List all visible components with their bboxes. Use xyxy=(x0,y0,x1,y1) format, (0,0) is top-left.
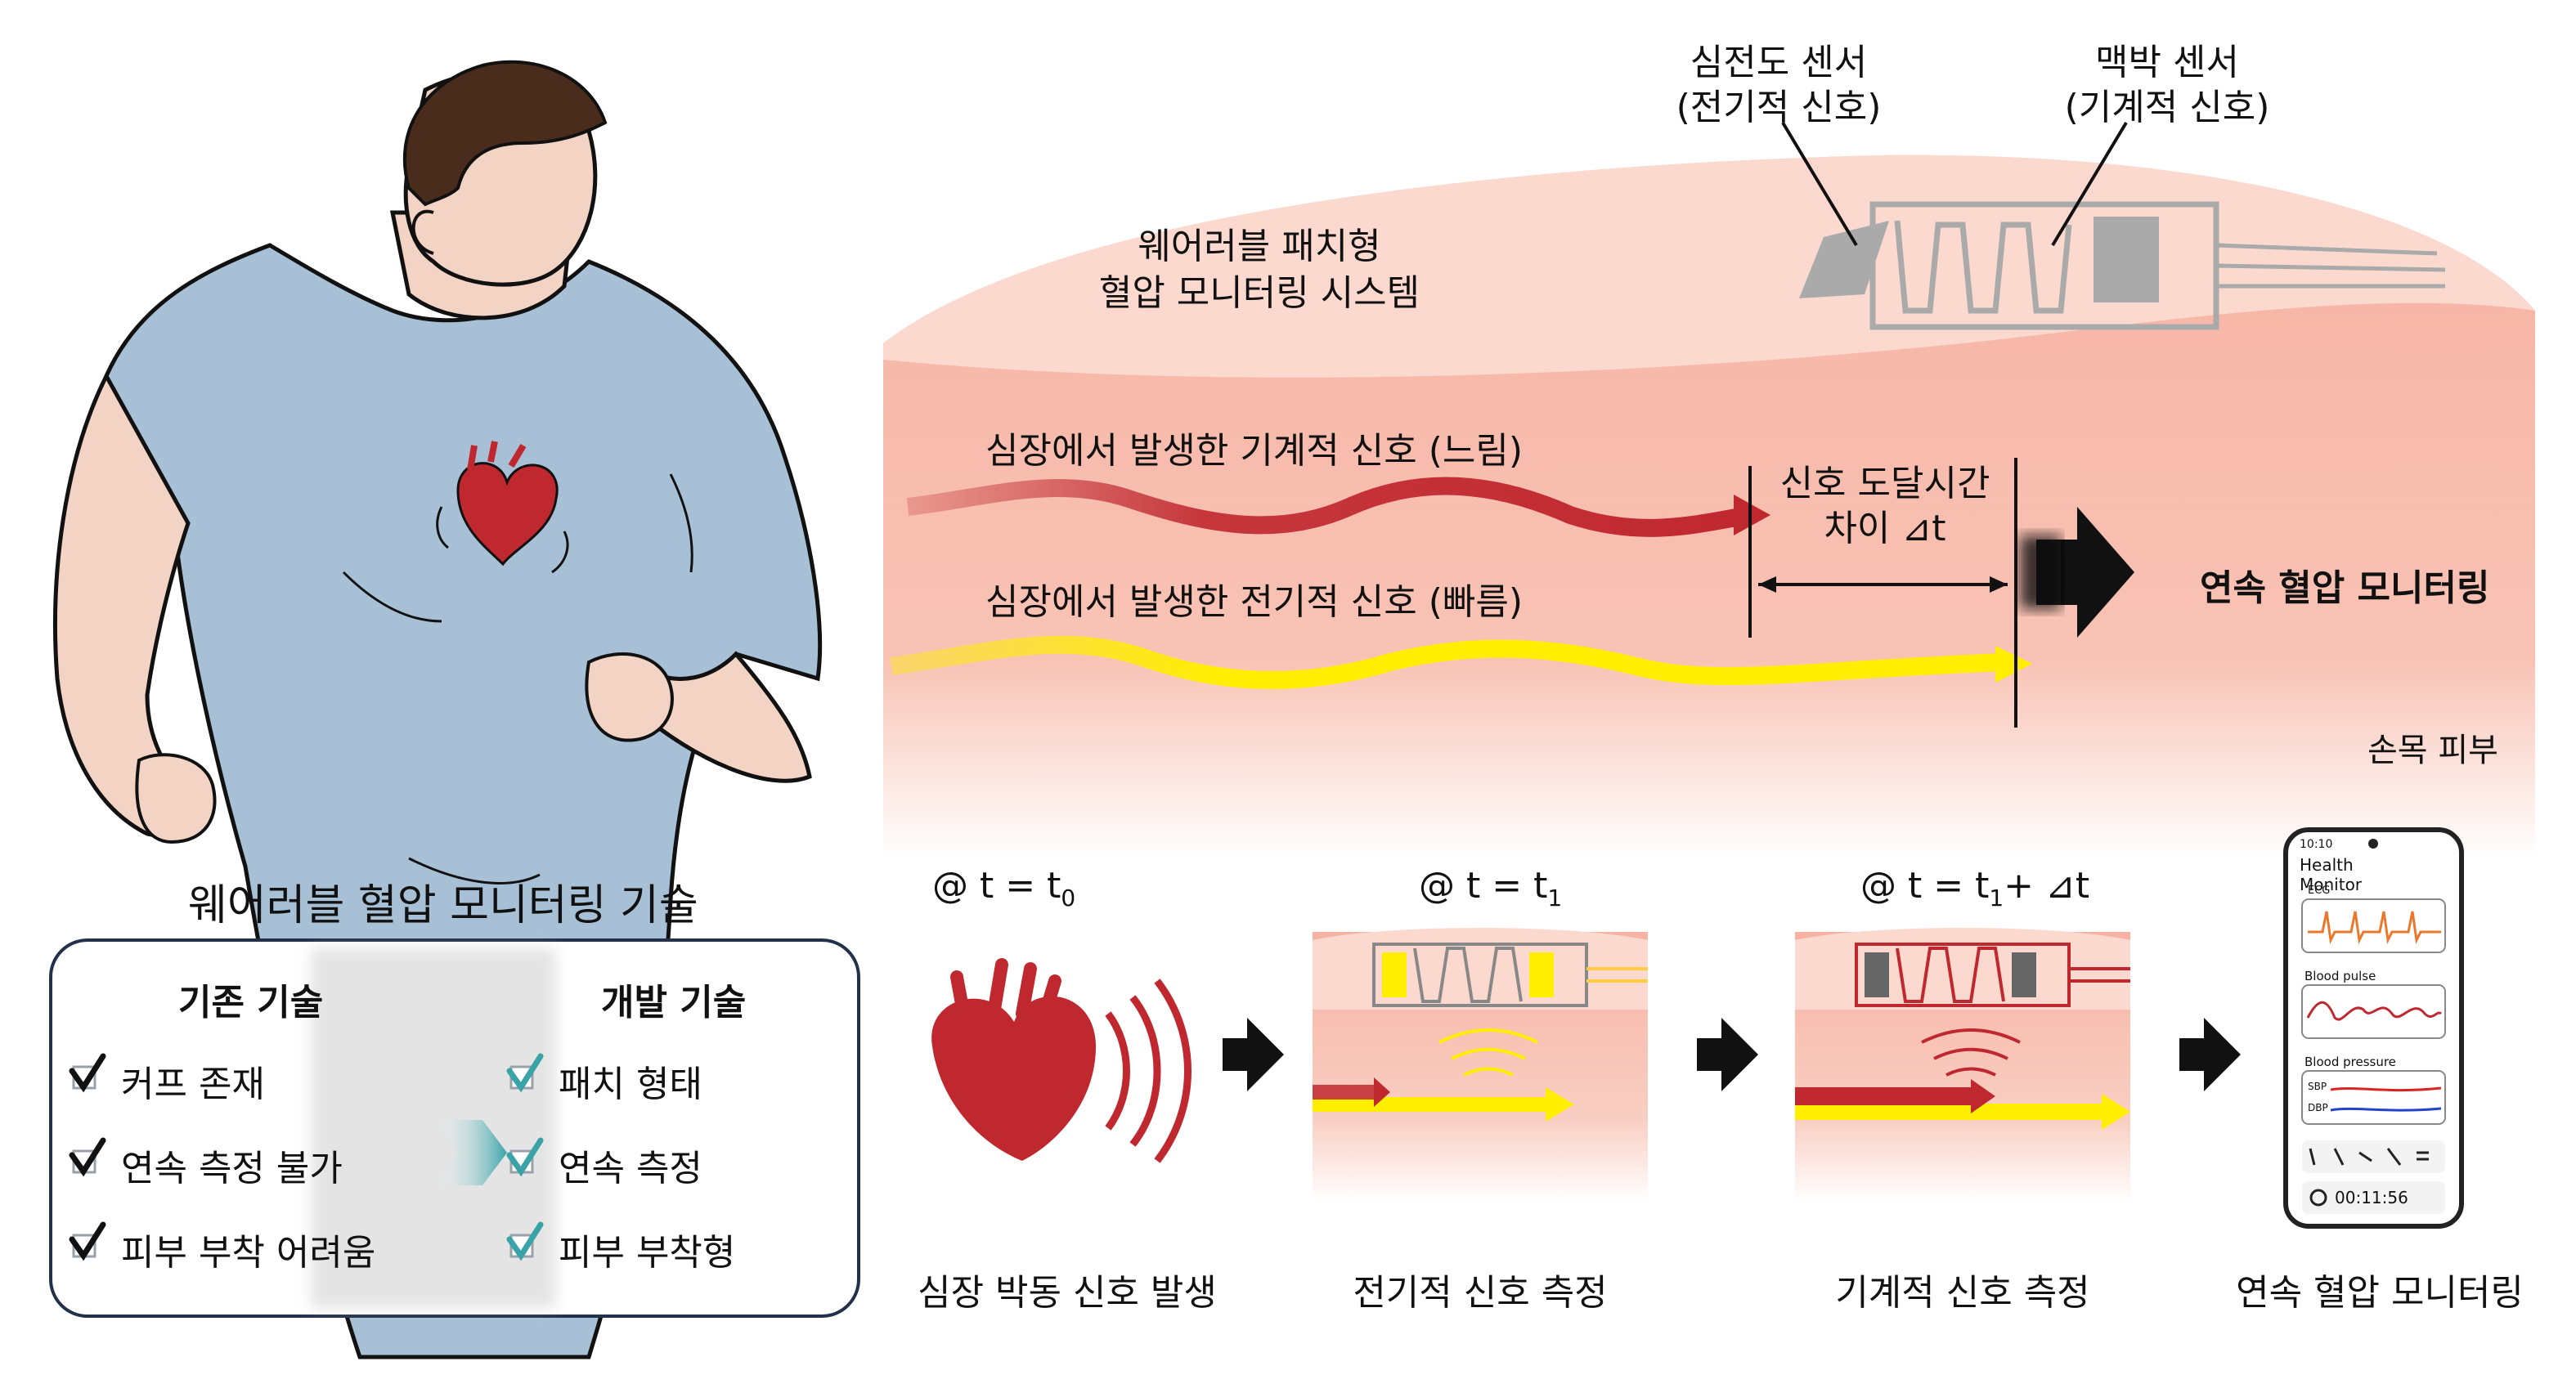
phone-time: 10:10 xyxy=(2300,838,2333,851)
checkbox-group xyxy=(69,1053,544,1261)
phone-dbp-label: DBP xyxy=(2308,1102,2328,1113)
step-label: 연속 혈압 모니터링 xyxy=(2236,1272,2524,1314)
result-label: 연속 혈압 모니터링 xyxy=(2200,567,2490,609)
skin-label: 손목 피부 xyxy=(2367,732,2498,769)
existing-item: 연속 측정 불가 xyxy=(121,1148,343,1189)
phone-bp-label: Blood pressure xyxy=(2304,1055,2396,1069)
developed-item: 연속 측정 xyxy=(559,1148,702,1189)
existing-item: 피부 부착 어려움 xyxy=(121,1232,376,1274)
electrical-signal-label: 심장에서 발생한 전기적 신호 (빠름) xyxy=(985,581,1523,623)
pulse-sensor-label-line1: 맥박 센서 xyxy=(2095,42,2239,83)
phone-pulse-label: Blood pulse xyxy=(2304,969,2376,983)
developed-item: 패치 형태 xyxy=(559,1064,702,1105)
phone-device xyxy=(2283,827,2464,1229)
patch-title-line2: 혈압 모니터링 시스템 xyxy=(1098,272,1420,314)
existing-item: 커프 존재 xyxy=(121,1064,265,1105)
comparison-arrow xyxy=(433,1120,507,1185)
phone-ecg-label: ECG xyxy=(2308,885,2331,897)
existing-tech-header: 기존 기술 xyxy=(178,982,324,1023)
developed-tech-header: 개발 기술 xyxy=(601,982,747,1023)
ecg-sensor-label-line2: (전기적 신호) xyxy=(1676,87,1882,128)
mechanical-signal-wave xyxy=(906,477,1752,537)
pulse-sensor-label-line2: (기계적 신호) xyxy=(2064,87,2270,128)
step-heart xyxy=(931,958,1192,1163)
time-t0: @ t = t0 xyxy=(932,865,1076,911)
main-title: 웨어러블 혈압 모니터링 기술 xyxy=(188,881,698,930)
time-t1-plus-dt: @ t = t1+ ⊿t xyxy=(1860,865,2090,911)
step-label: 심장 박동 신호 발생 xyxy=(918,1272,1217,1314)
sensor-patch xyxy=(1799,201,2446,330)
step-mechanical-block xyxy=(1795,928,2130,1202)
delay-label-line1: 신호 도달시간 xyxy=(1779,463,1990,504)
step-label: 기계적 신호 측정 xyxy=(1835,1272,2090,1314)
patch-title-line1: 웨어러블 패치형 xyxy=(1138,226,1381,267)
developed-item: 피부 부착형 xyxy=(559,1232,736,1274)
delay-label-line2: 차이 ⊿t xyxy=(1824,508,1946,549)
ecg-sensor-label-line1: 심전도 센서 xyxy=(1690,42,1868,83)
time-t1: @ t = t1 xyxy=(1419,865,1563,911)
mechanical-signal-label: 심장에서 발생한 기계적 신호 (느림) xyxy=(985,430,1523,472)
phone-timer: 00:11:56 xyxy=(2335,1188,2408,1207)
skin-top-surface xyxy=(883,155,2535,378)
phone-sbp-label: SBP xyxy=(2308,1081,2327,1092)
chest-heart xyxy=(456,462,559,567)
electrical-signal-wave xyxy=(890,635,2004,689)
step-arrows xyxy=(1223,1018,2241,1091)
phone-app-title-line2: Monitor xyxy=(2300,875,2363,894)
phone-app-title-line1: Health xyxy=(2300,855,2354,875)
step-label: 전기적 신호 측정 xyxy=(1353,1272,1608,1314)
step-electrical-block xyxy=(1313,928,1648,1202)
